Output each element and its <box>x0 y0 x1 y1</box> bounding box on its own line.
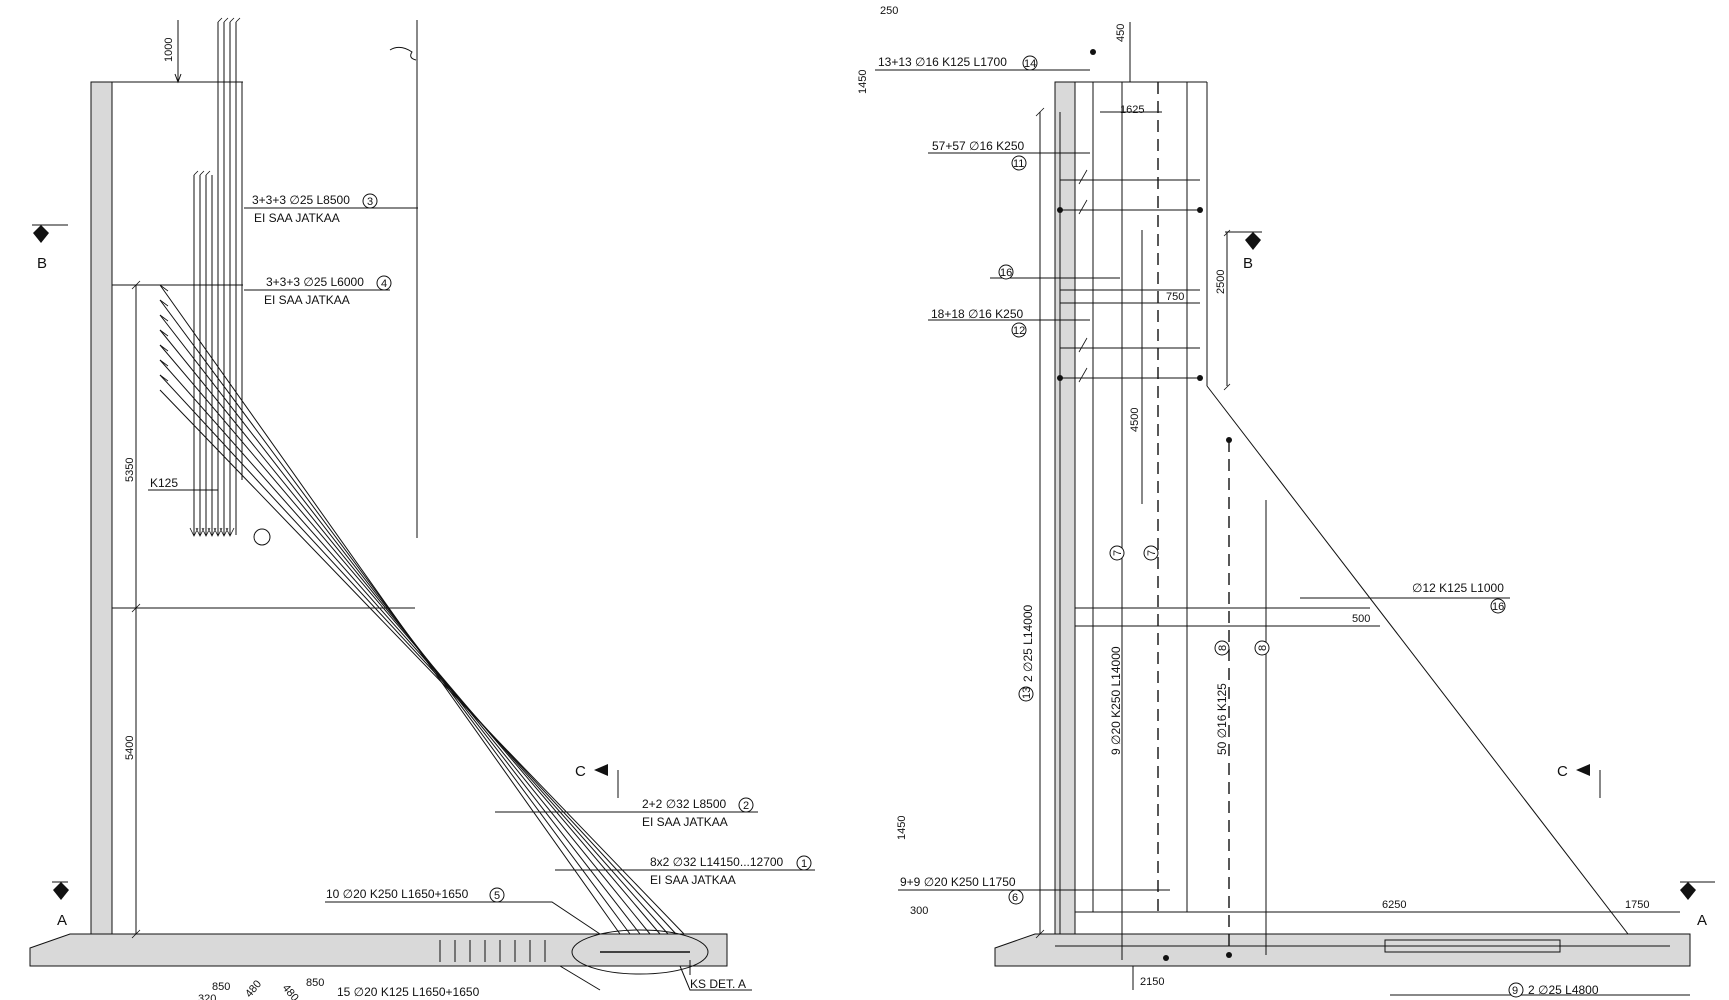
right-bar8a-num: 8 <box>1217 645 1229 651</box>
left-section-marker-a: A <box>52 881 69 929</box>
right-bar16b-num: 16 <box>1492 601 1504 613</box>
svg-text:B: B <box>1243 255 1253 272</box>
right-dim-250: 250 <box>880 5 898 17</box>
right-dim-300: 300 <box>910 905 928 917</box>
left-break-mark <box>389 46 417 61</box>
left-bar4-num: 4 <box>381 278 387 290</box>
right-base-slab <box>994 933 1691 967</box>
right-dim-4500: 4500 <box>1129 408 1141 432</box>
left-marker-circle <box>253 528 271 546</box>
svg-text:B: B <box>37 255 47 272</box>
left-bar5-label: 10 ∅20 K250 L1650+1650 <box>326 887 469 901</box>
right-bar7-num: 7 <box>1112 550 1124 556</box>
left-bar2-label: 2+2 ∅32 L8500 <box>642 797 727 811</box>
right-view: B C A 250 1450 450 1625 2500 750 4500 50… <box>857 5 1715 998</box>
left-detail-leader <box>679 965 752 991</box>
right-bar6-label: 9+9 ∅20 K250 L1750 <box>900 875 1016 889</box>
left-view: B A C 1000 5350 5400 K125 3+3+3 ∅25 L850… <box>29 17 815 1000</box>
left-dim-850a: 850 <box>212 981 230 993</box>
left-dim-5350: 5350 <box>124 458 136 482</box>
left-dim-5400: 5400 <box>124 736 136 760</box>
right-bar16a-num: 16 <box>1000 267 1012 279</box>
left-bar2-note: EI SAA JATKAA <box>642 815 728 829</box>
left-dimension-lines <box>131 20 182 939</box>
right-bar16b-label: ∅12 K125 L1000 <box>1412 581 1504 595</box>
left-bar15-label: 15 ∅20 K125 L1650+1650 <box>337 985 480 999</box>
left-bar3-label: 3+3+3 ∅25 L8500 <box>252 193 350 207</box>
right-dim-1450b: 1450 <box>896 816 908 840</box>
left-bar3-note: EI SAA JATKAA <box>254 211 340 225</box>
left-detail-label: KS DET. A <box>690 977 746 991</box>
right-bar13-num: 13 <box>1021 687 1033 699</box>
svg-text:A: A <box>1697 912 1707 929</box>
left-bar3-num: 3 <box>367 196 373 208</box>
svg-text:C: C <box>575 763 586 780</box>
left-dim-480a: 480 <box>243 978 264 1000</box>
left-base-slab <box>29 933 728 967</box>
right-dim-1750: 1750 <box>1625 899 1649 911</box>
left-bar5-num: 5 <box>494 890 500 902</box>
left-bar4-note: EI SAA JATKAA <box>264 293 350 307</box>
left-dim-850b: 850 <box>306 977 324 989</box>
svg-text:A: A <box>57 912 67 929</box>
right-bar9-label: 2 ∅25 L4800 <box>1528 983 1599 997</box>
right-bar7b-num: 7 <box>1146 550 1158 556</box>
left-bar2-num: 2 <box>743 800 749 812</box>
left-bar1-num: 1 <box>801 858 807 870</box>
right-dim-500: 500 <box>1352 613 1370 625</box>
right-dim-6250: 6250 <box>1382 899 1406 911</box>
detail-a-ellipse <box>571 929 709 975</box>
right-dimension-lines <box>1035 22 1690 996</box>
left-bar4-label: 3+3+3 ∅25 L6000 <box>266 275 364 289</box>
right-dim-1450a: 1450 <box>857 70 869 94</box>
right-section-marker-b: B <box>1225 231 1262 272</box>
left-diagonal-bars <box>159 284 685 935</box>
right-bar9x-label: 9 ∅20 K250 L14000 <box>1109 646 1123 755</box>
left-bar15-leader <box>559 965 601 991</box>
right-horizontal-ties <box>1057 49 1232 961</box>
right-section-marker-a: A <box>1680 881 1715 929</box>
right-bar50-label: 50 ∅16 K125 <box>1215 683 1229 755</box>
left-bar5-leader <box>325 901 601 935</box>
right-section-marker-c: C <box>1557 763 1601 798</box>
left-k125-label: K125 <box>150 476 178 490</box>
right-bar9-num: 9 <box>1512 985 1518 997</box>
right-dim-450: 450 <box>1115 24 1127 42</box>
right-dim-2150: 2150 <box>1140 976 1164 988</box>
svg-text:C: C <box>1557 763 1568 780</box>
right-bar12-num: 12 <box>1013 325 1025 337</box>
left-wall-section <box>90 81 113 935</box>
right-dim-2500: 2500 <box>1215 270 1227 294</box>
right-dim-750: 750 <box>1166 291 1184 303</box>
right-wall-outline <box>1055 81 1680 953</box>
left-vertical-bars <box>189 17 243 537</box>
right-bar6-num: 6 <box>1012 892 1018 904</box>
right-bar11-num: 11 <box>1013 158 1024 170</box>
right-bar14-num: 14 <box>1024 58 1036 70</box>
right-bar14-label: 13+13 ∅16 K125 L1700 <box>878 55 1007 69</box>
left-bar1-label: 8x2 ∅32 L14150...12700 <box>650 855 784 869</box>
right-bar12-label: 18+18 ∅16 K250 <box>931 307 1024 321</box>
left-section-marker-c: C <box>575 763 619 798</box>
right-bar11-label: 57+57 ∅16 K250 <box>932 139 1025 153</box>
right-bar8b-num: 8 <box>1257 645 1269 651</box>
left-dim-480b: 480 <box>280 982 301 1000</box>
left-dim-320: 320 <box>198 993 216 1000</box>
right-dim-1625: 1625 <box>1120 104 1144 116</box>
left-section-marker-b: B <box>32 224 68 272</box>
left-dim-1000: 1000 <box>163 38 175 62</box>
left-bar1-note: EI SAA JATKAA <box>650 873 736 887</box>
right-bar13-label: 2 ∅25 L14000 <box>1021 604 1035 682</box>
left-base-stirrups <box>439 929 709 975</box>
right-vertical-bars <box>1059 82 1267 960</box>
